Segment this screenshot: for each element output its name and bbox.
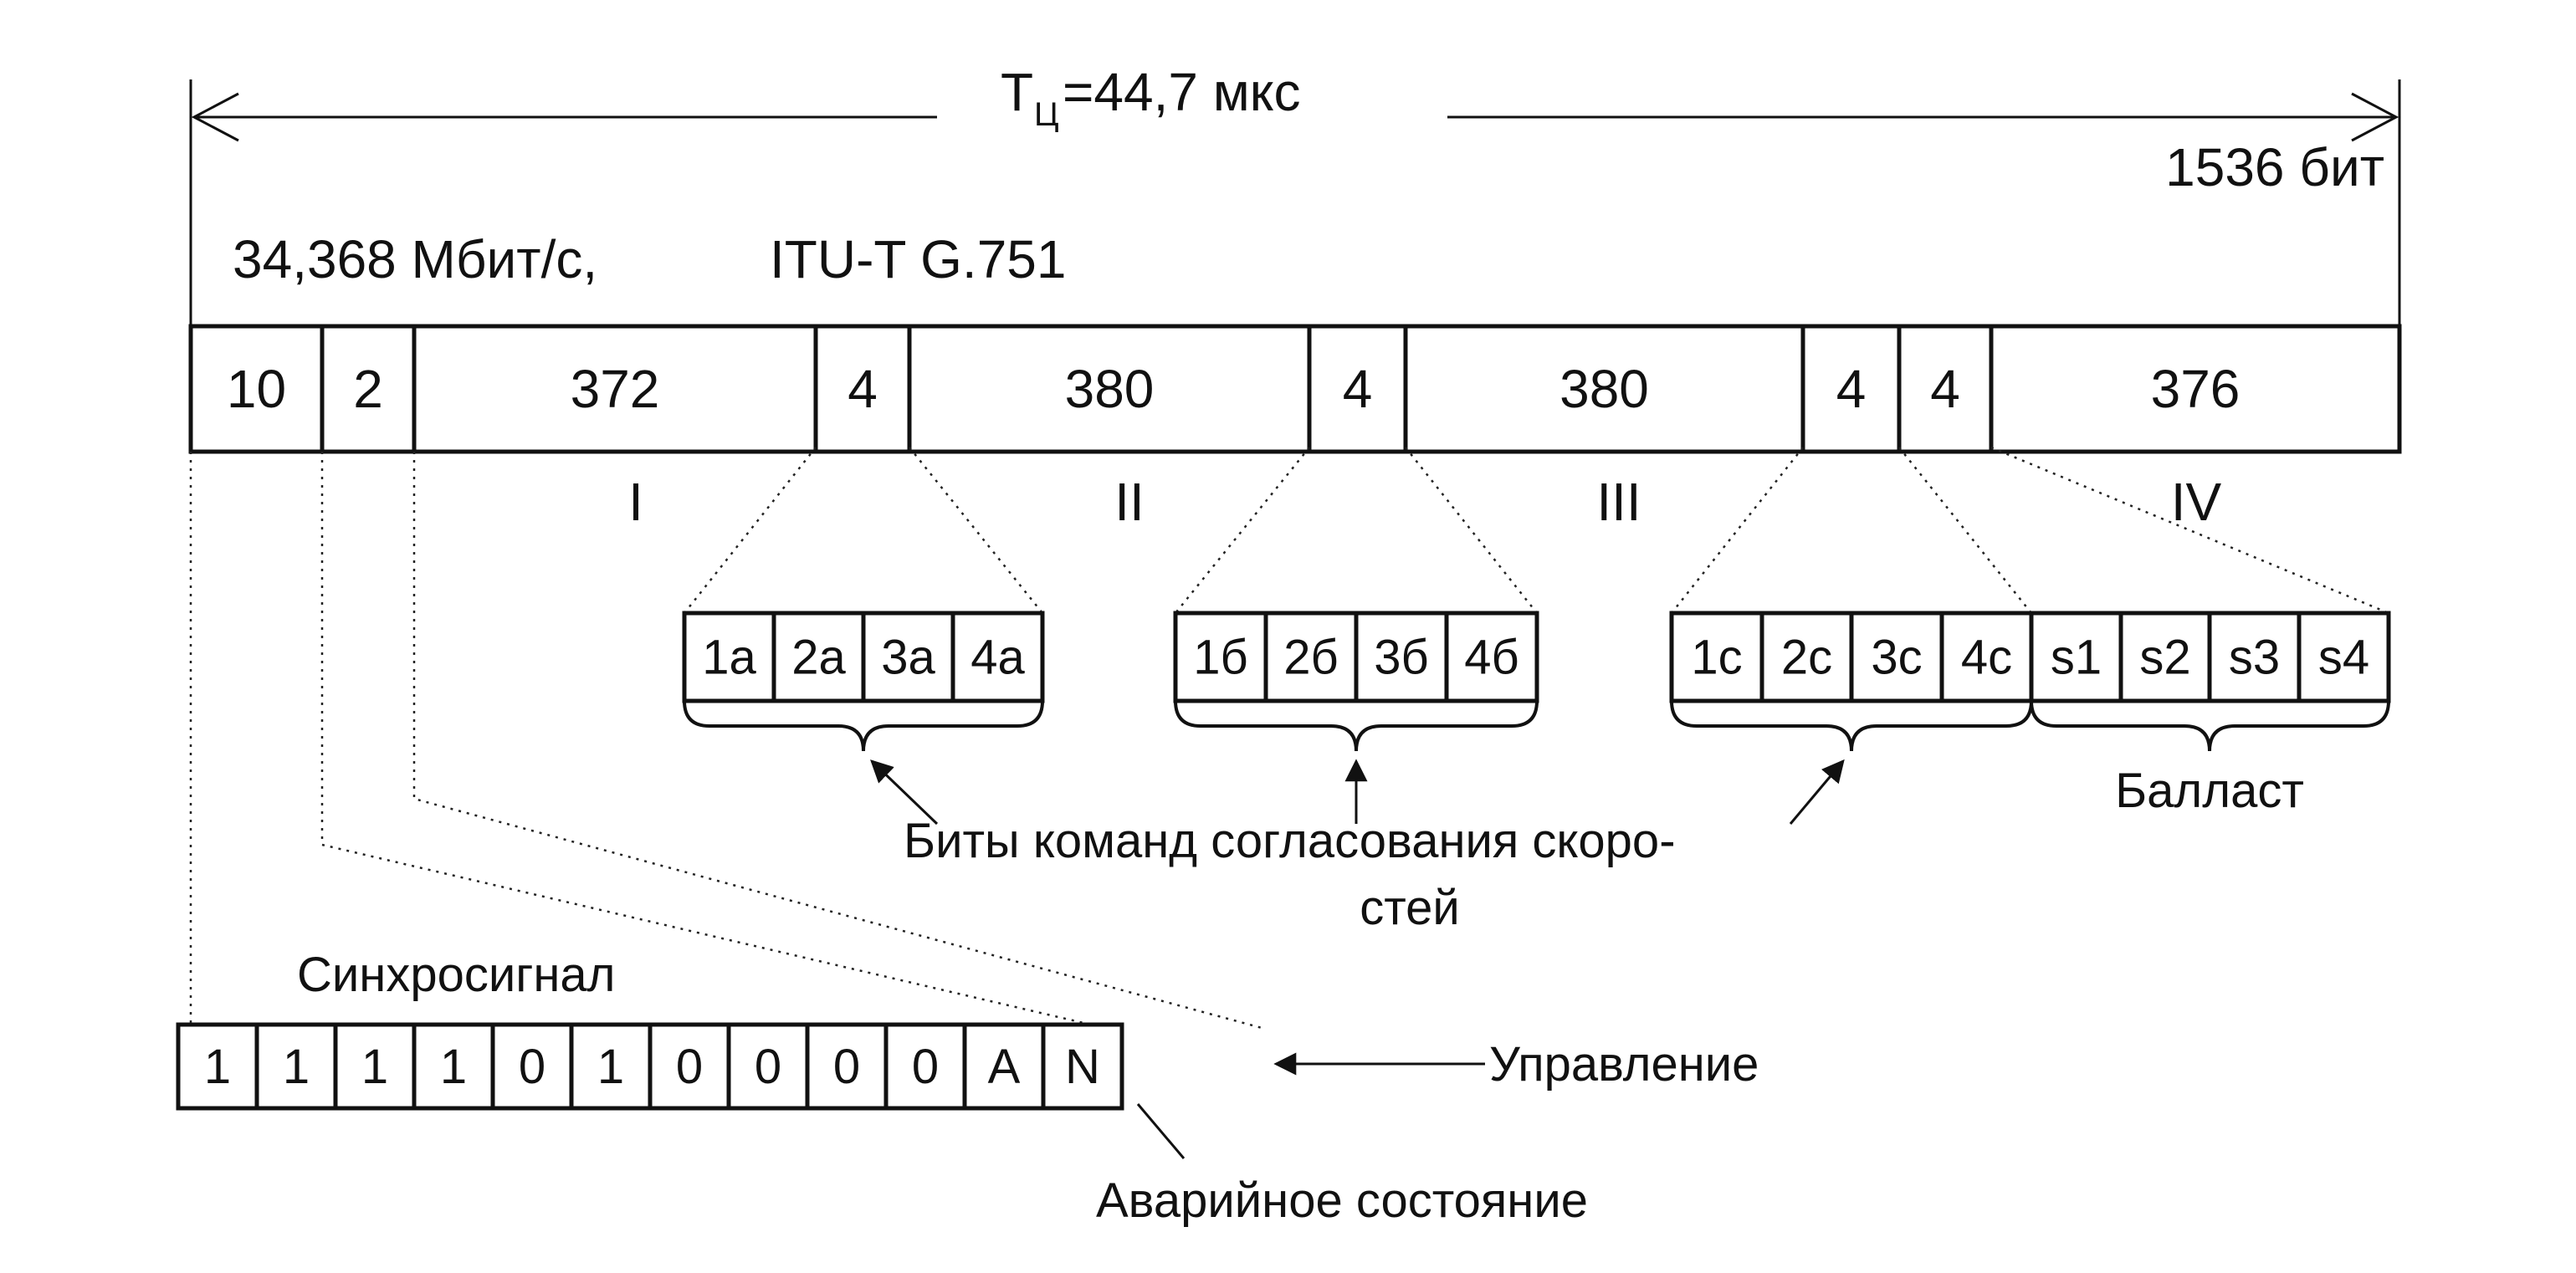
frame-cell xyxy=(907,324,1312,454)
just-c-label: 1с xyxy=(1691,631,1742,685)
alarm-pointer xyxy=(1136,1103,1186,1159)
frame-cell xyxy=(1897,324,1994,454)
frame-label: 376 xyxy=(2151,359,2241,419)
frame-cell xyxy=(188,324,325,454)
control-label: Управление xyxy=(1489,1037,1759,1092)
sync-bit-label: А xyxy=(988,1040,1021,1094)
sync-bit-label: 1 xyxy=(204,1040,231,1094)
just-a-cell xyxy=(771,611,866,703)
sync-bit-label: 1 xyxy=(440,1040,467,1094)
justification-label-line2: стей xyxy=(1360,881,1460,935)
just-a-label: 4а xyxy=(970,631,1025,685)
ballast-cell xyxy=(2029,611,2123,703)
justification-bits-a: 1а 2а 3а 4а xyxy=(682,611,1045,703)
just-b-label: 2б xyxy=(1283,631,1338,685)
sync-bit-cell xyxy=(883,1022,967,1111)
just-c-label: 2с xyxy=(1781,631,1832,685)
justification-bits-c: 1с 2с 3с 4с xyxy=(1669,611,2034,703)
sync-bit-cell xyxy=(412,1022,495,1111)
ballast-cell xyxy=(2118,611,2212,703)
just-b-cell xyxy=(1354,611,1449,703)
just-b-cell xyxy=(1444,611,1539,703)
frame-cell xyxy=(1989,324,2402,454)
just-c-label: 3с xyxy=(1871,631,1922,685)
frame-bits-label: 1536 бит xyxy=(2165,137,2384,197)
just-a-cell xyxy=(861,611,955,703)
sync-bit-cell xyxy=(176,1022,259,1111)
frame-label: 2 xyxy=(353,359,383,419)
sync-bit-cell xyxy=(726,1022,810,1111)
frame-label: 10 xyxy=(227,359,286,419)
just-b-label: 4б xyxy=(1464,631,1518,685)
frame-label: 372 xyxy=(571,359,660,419)
frame-cell xyxy=(1307,324,1408,454)
sync-bit-label: 1 xyxy=(597,1040,624,1094)
frame-row: 10 2 372 4 380 4 380 4 4 376 xyxy=(188,324,2402,454)
ballast-label: s3 xyxy=(2229,631,2280,685)
sync-bit-label: 0 xyxy=(833,1040,860,1094)
period-dimension xyxy=(189,79,2401,351)
ballast-bits: s1 s2 s3 s4 xyxy=(2029,611,2391,703)
ballast-label: s4 xyxy=(2318,631,2369,685)
alarm-label: Аварийное состояние xyxy=(1096,1173,1588,1228)
sync-label: Синхросигнал xyxy=(297,948,616,1002)
just-b-label: 1б xyxy=(1193,631,1247,685)
just-a-cell xyxy=(682,611,776,703)
frame-label: 4 xyxy=(1930,359,1960,419)
ballast-cell xyxy=(2297,611,2391,703)
sync-expansion-lines xyxy=(189,452,1266,1030)
sync-bit-label: 0 xyxy=(519,1040,545,1094)
justification-arrows xyxy=(870,759,1845,826)
sync-bit-cell xyxy=(569,1022,653,1111)
group-label-2: II xyxy=(1114,472,1145,532)
sync-bit-cell xyxy=(648,1022,731,1111)
frame-label: 4 xyxy=(848,359,878,419)
ballast-label: Балласт xyxy=(2115,764,2304,818)
frame-cell xyxy=(1403,324,1805,454)
frame-label: 4 xyxy=(1343,359,1373,419)
group-label-4: IV xyxy=(2171,472,2222,532)
sync-bit-label: 1 xyxy=(361,1040,388,1094)
sync-bit-label: 1 xyxy=(283,1040,310,1094)
group-label-3: III xyxy=(1596,472,1641,532)
frame-label: 380 xyxy=(1559,359,1649,419)
standard-label: ITU-T G.751 xyxy=(770,229,1066,289)
just-a-label: 1а xyxy=(702,631,756,685)
justification-bits-b: 1б 2б 3б 4б xyxy=(1173,611,1539,703)
ballast-label: s2 xyxy=(2139,631,2190,685)
sync-bit-label: 0 xyxy=(912,1040,939,1094)
sync-bit-label: 0 xyxy=(676,1040,703,1094)
just-a-cell xyxy=(950,611,1045,703)
group-label-1: I xyxy=(628,472,643,532)
braces xyxy=(683,700,2390,752)
sync-bit-label: 0 xyxy=(755,1040,781,1094)
just-a-label: 2а xyxy=(791,631,846,685)
just-c-label: 4с xyxy=(1961,631,2012,685)
period-value: =44,7 мкс xyxy=(1063,62,1300,122)
just-a-label: 3а xyxy=(881,631,935,685)
period-subscript: Ц xyxy=(1034,96,1059,133)
rate-label: 34,368 Мбит/с, xyxy=(233,229,597,289)
justification-label-line1: Биты команд согласования скоро- xyxy=(904,814,1676,868)
just-b-label: 3б xyxy=(1374,631,1428,685)
ballast-label: s1 xyxy=(2051,631,2102,685)
expansion-lines xyxy=(684,446,2389,615)
sync-bit-label: N xyxy=(1065,1040,1100,1094)
frame-label: 4 xyxy=(1836,359,1867,419)
period-symbol: T xyxy=(1001,62,1033,122)
sync-bit-cell xyxy=(1041,1022,1124,1111)
frame-cell xyxy=(813,324,912,454)
frame-cell xyxy=(1800,324,1902,454)
frame-label: 380 xyxy=(1065,359,1155,419)
